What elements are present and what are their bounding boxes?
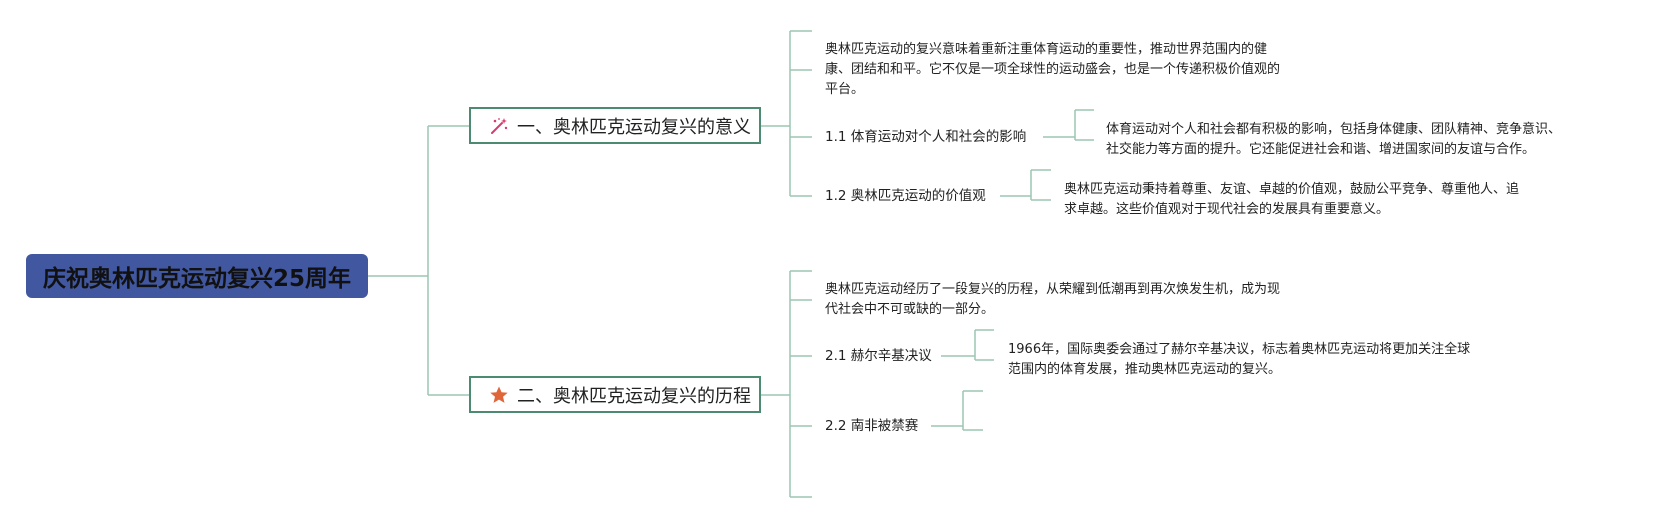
branch2-connector <box>761 270 812 498</box>
subtopic-individual-society[interactable]: 1.1 体育运动对个人和社会的影响 <box>825 129 1027 145</box>
branch-topic-significance[interactable]: 一、奥林匹克运动复兴的意义 <box>469 107 761 144</box>
root-connector <box>368 125 469 396</box>
subtopic-south-africa-ban[interactable]: 2.2 南非被禁赛 <box>825 418 919 434</box>
branch-topic-history[interactable]: 二、奥林匹克运动复兴的历程 <box>469 376 761 413</box>
branch2-intro-text: 奥林匹克运动经历了一段复兴的历程，从荣耀到低潮再到再次焕发生机，成为现 代社会中… <box>825 282 1281 317</box>
subtopic-helsinki-resolution[interactable]: 2.1 赫尔辛基决议 <box>825 348 932 364</box>
child11-connector <box>1043 109 1094 141</box>
star-icon <box>489 385 509 405</box>
child21-connector <box>941 329 994 361</box>
child12-connector <box>1000 169 1051 201</box>
subtopic-helsinki-resolution-detail: 1966年，国际奥委会通过了赫尔辛基决议，标志着奥林匹克运动将更加关注全球 范围… <box>1008 342 1471 377</box>
subtopic-individual-society-detail: 体育运动对个人和社会都有积极的影响，包括身体健康、团队精神、竞争意识、 社交能力… <box>1106 122 1562 157</box>
branch1-intro-text: 奥林匹克运动的复兴意味着重新注重体育运动的重要性，推动世界范围内的健 康、团结和… <box>825 42 1281 97</box>
child22-connector <box>931 390 983 431</box>
root-topic[interactable]: 庆祝奥林匹克运动复兴25周年 <box>26 254 368 298</box>
magic-wand-icon <box>489 116 509 136</box>
branch-topic-label: 一、奥林匹克运动复兴的意义 <box>517 116 751 138</box>
root-topic-label: 庆祝奥林匹克运动复兴25周年 <box>42 266 351 292</box>
subtopic-olympic-values[interactable]: 1.2 奥林匹克运动的价值观 <box>825 188 986 204</box>
branch1-connector <box>761 30 812 197</box>
branch-topic-label: 二、奥林匹克运动复兴的历程 <box>517 385 751 407</box>
subtopic-olympic-values-detail: 奥林匹克运动秉持着尊重、友谊、卓越的价值观，鼓励公平竞争、尊重他人、追 求卓越。… <box>1064 182 1520 217</box>
